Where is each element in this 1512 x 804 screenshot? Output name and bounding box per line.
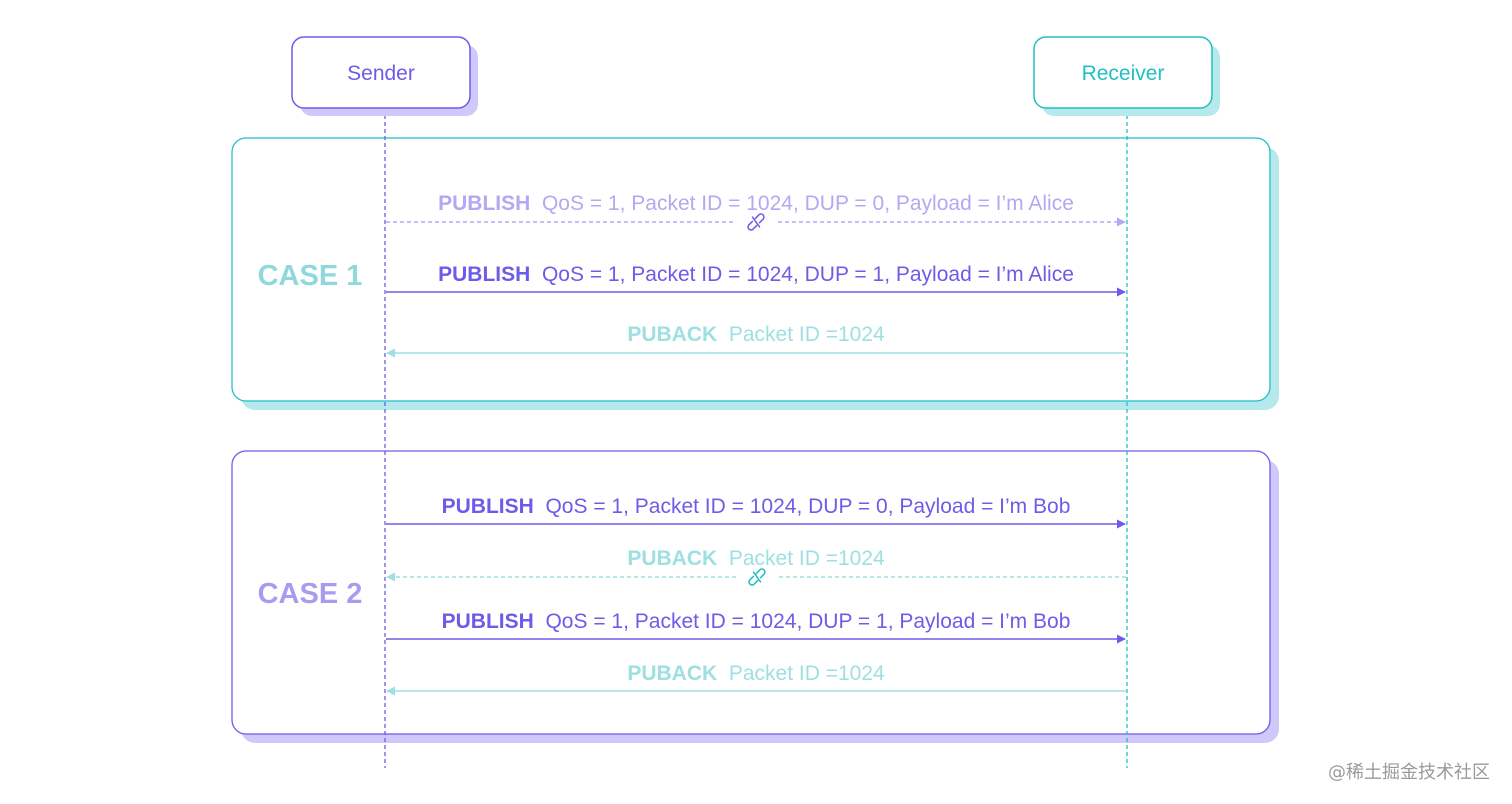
message-label: PUBLISH QoS = 1, Packet ID = 1024, DUP =… <box>438 192 1074 215</box>
case-2-message-3: PUBLISH QoS = 1, Packet ID = 1024, DUP =… <box>386 610 1126 644</box>
message-label: PUBACK Packet ID =1024 <box>627 547 885 570</box>
message-detail: QoS = 1, Packet ID = 1024, DUP = 0, Payl… <box>542 192 1074 215</box>
case-1-frame <box>231 137 1279 410</box>
message-keyword: PUBLISH <box>442 495 540 518</box>
message-label: PUBLISH QoS = 1, Packet ID = 1024, DUP =… <box>438 263 1074 286</box>
message-detail: QoS = 1, Packet ID = 1024, DUP = 1, Payl… <box>542 263 1074 286</box>
message-detail: QoS = 1, Packet ID = 1024, DUP = 1, Payl… <box>545 610 1070 633</box>
message-keyword: PUBACK <box>627 662 723 685</box>
message-label: PUBLISH QoS = 1, Packet ID = 1024, DUP =… <box>442 610 1071 633</box>
message-detail: QoS = 1, Packet ID = 1024, DUP = 0, Payl… <box>545 495 1070 518</box>
message-detail: Packet ID =1024 <box>729 547 885 570</box>
message-label: PUBACK Packet ID =1024 <box>627 323 885 346</box>
sender-label: Sender <box>347 62 415 85</box>
case-1-label: CASE 1 <box>258 260 363 292</box>
broken-link-icon <box>747 213 765 231</box>
broken-link-icon <box>748 568 766 586</box>
message-keyword: PUBACK <box>627 323 723 346</box>
watermark: @稀土掘金技术社区 <box>1328 762 1490 783</box>
message-detail: Packet ID =1024 <box>729 662 885 685</box>
sender-actor: Sender <box>291 36 478 116</box>
message-label: PUBLISH QoS = 1, Packet ID = 1024, DUP =… <box>442 495 1071 518</box>
case-2-message-2: PUBACK Packet ID =1024 <box>386 547 1126 586</box>
message-detail: Packet ID =1024 <box>729 323 885 346</box>
case-1-message-2: PUBLISH QoS = 1, Packet ID = 1024, DUP =… <box>386 263 1126 297</box>
case-2-message-4: PUBACK Packet ID =1024 <box>386 662 1126 696</box>
receiver-label: Receiver <box>1082 62 1165 85</box>
receiver-actor: Receiver <box>1033 36 1220 116</box>
message-keyword: PUBACK <box>627 547 723 570</box>
case-1-message-1: PUBLISH QoS = 1, Packet ID = 1024, DUP =… <box>386 192 1126 231</box>
case-2-label: CASE 2 <box>258 578 363 610</box>
message-keyword: PUBLISH <box>442 610 540 633</box>
case-2-frame <box>231 450 1279 743</box>
message-keyword: PUBLISH <box>438 192 536 215</box>
case-2-message-1: PUBLISH QoS = 1, Packet ID = 1024, DUP =… <box>386 495 1126 529</box>
message-label: PUBACK Packet ID =1024 <box>627 662 885 685</box>
message-keyword: PUBLISH <box>438 263 536 286</box>
case-1-message-3: PUBACK Packet ID =1024 <box>386 323 1126 358</box>
